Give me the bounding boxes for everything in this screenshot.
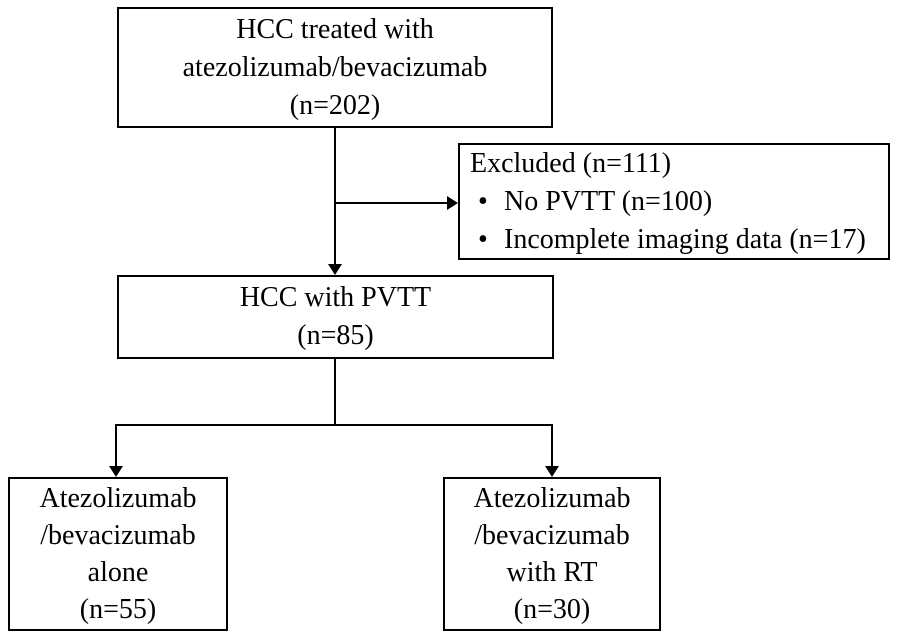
box-line: (n=55)	[79, 594, 157, 625]
box-hcc-treated: HCC treated with atezolizumab/bevacizuma…	[117, 7, 553, 128]
box-atezo-bev-with-rt: Atezolizumab /bevacizumab with RT (n=30)	[443, 477, 661, 631]
connector-left-drop	[115, 424, 117, 467]
box-line: /bevacizumab	[474, 520, 630, 551]
arrowhead-down-icon	[328, 264, 342, 275]
excluded-title: Excluded (n=111)	[470, 147, 672, 179]
connector-treated-to-pvtt	[334, 128, 336, 266]
box-atezo-bev-alone: Atezolizumab /bevacizumab alone (n=55)	[8, 477, 228, 631]
box-line: HCC treated with	[236, 13, 434, 45]
arrowhead-down-icon	[109, 466, 123, 477]
excluded-bullet-text: No PVTT (n=100)	[504, 185, 713, 217]
connector-pvtt-stem	[334, 359, 336, 426]
box-line: /bevacizumab	[40, 520, 196, 551]
bullet-icon: •	[478, 223, 488, 255]
box-line: Atezolizumab	[39, 483, 197, 514]
box-hcc-with-pvtt: HCC with PVTT (n=85)	[117, 275, 554, 359]
connector-right-drop	[551, 424, 553, 467]
box-line: (n=85)	[297, 320, 374, 351]
box-line: (n=202)	[289, 89, 381, 121]
box-line: Atezolizumab	[473, 483, 631, 514]
arrowhead-right-icon	[447, 196, 458, 210]
box-line: (n=30)	[513, 594, 591, 625]
bullet-icon: •	[478, 185, 488, 217]
arrowhead-down-icon	[545, 466, 559, 477]
excluded-bullet-item: • Incomplete imaging data (n=17)	[460, 221, 888, 259]
box-line: alone	[87, 557, 149, 588]
connector-split-horizontal	[115, 424, 553, 426]
connector-to-excluded	[334, 202, 448, 204]
box-excluded: Excluded (n=111) • No PVTT (n=100) • Inc…	[458, 143, 890, 260]
excluded-bullet-text: Incomplete imaging data (n=17)	[504, 223, 866, 255]
box-line: atezolizumab/bevacizumab	[182, 51, 488, 83]
box-line: with RT	[506, 557, 598, 588]
box-line: HCC with PVTT	[239, 282, 432, 313]
excluded-bullet-item: • No PVTT (n=100)	[460, 183, 888, 221]
